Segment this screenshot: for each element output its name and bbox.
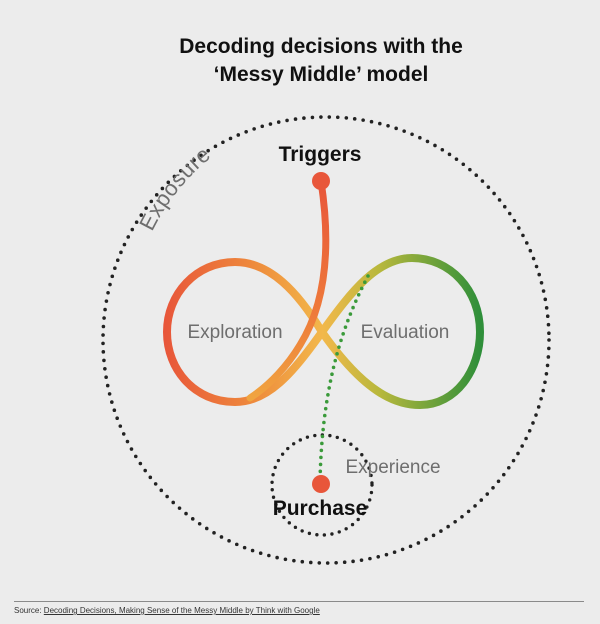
source-prefix: Source: (14, 606, 44, 615)
purchase-dot (312, 475, 330, 493)
source-note: Source: Decoding Decisions, Making Sense… (14, 606, 320, 615)
title-line-1: Decoding decisions with the (179, 35, 463, 58)
evaluation-label: Evaluation (361, 322, 450, 343)
source-divider (14, 601, 584, 602)
exposure-label: Exposure (134, 141, 215, 234)
exposure-boundary (101, 115, 551, 565)
triggers-dot (312, 172, 330, 190)
experience-label: Experience (345, 457, 440, 478)
triggers-label: Triggers (279, 143, 362, 166)
source-link[interactable]: Decoding Decisions, Making Sense of the … (43, 606, 320, 615)
exploration-label: Exploration (187, 322, 282, 343)
purchase-label: Purchase (273, 497, 368, 520)
trigger-path (246, 177, 330, 402)
infinity-loop (163, 254, 484, 409)
exposure-label-text: Exposure (134, 141, 215, 234)
title-line-2: ‘Messy Middle’ model (214, 63, 429, 86)
